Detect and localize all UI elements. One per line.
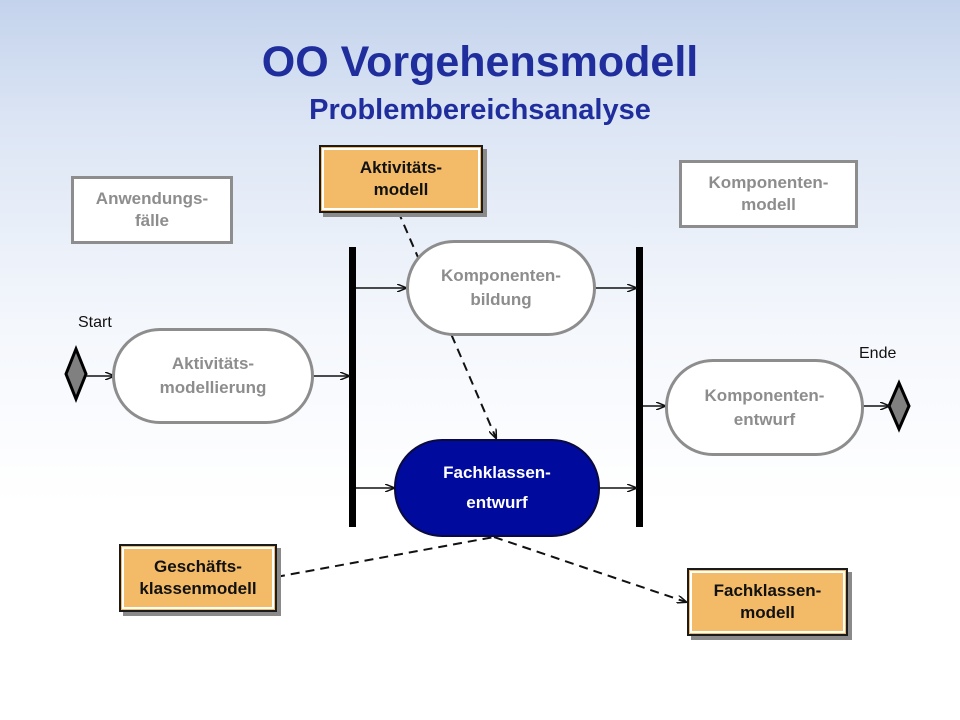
objectflow-geschaeftsklassenmodell [275,536,495,578]
artifact-anwendungsfaelle: Anwendungs-fälle [71,176,233,244]
activity-fachklassenentwurf: Fachklassen-entwurf [394,439,600,537]
activity-komponentenentwurf: Komponenten-entwurf [665,359,864,456]
objectflow-fachklassenmodell [493,536,686,602]
artifact-geschaeftsklassenmodell: Geschäfts-klassenmodell [119,544,277,612]
fork-bar [349,247,356,527]
end-node [887,379,911,433]
start-label: Start [78,314,112,331]
activity-komponentenbildung: Komponenten-bildung [406,240,596,336]
page-subtitle: Problembereichsanalyse [309,94,651,126]
artifact-fachklassenmodell: Fachklassen-modell [687,568,848,636]
activity-aktivitaetsmodellierung: Aktivitäts-modellierung [112,328,314,424]
start-node [64,344,88,404]
artifact-aktivitaetsmodell: Aktivitäts-modell [319,145,483,213]
artifact-komponentenmodell: Komponenten-modell [679,160,858,228]
join-bar [636,247,643,527]
end-label: Ende [859,345,897,362]
page-title: OO Vorgehensmodell [261,38,699,86]
